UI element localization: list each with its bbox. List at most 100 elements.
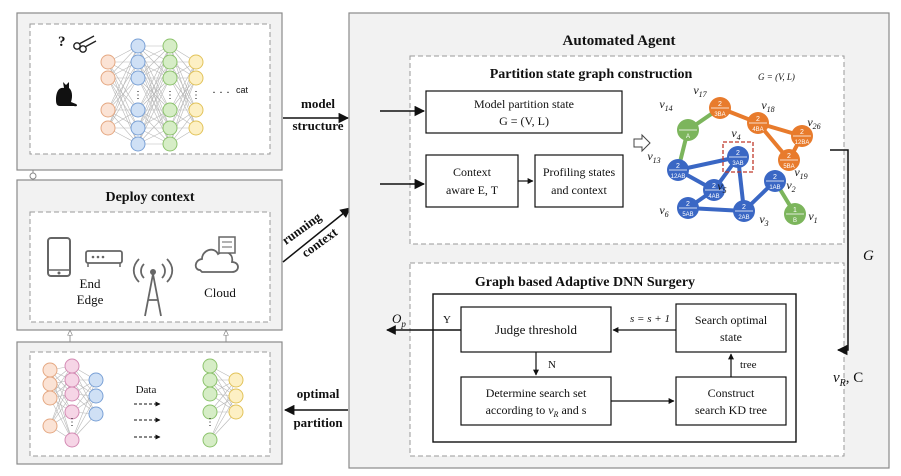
bot-nn-a-neuron — [88, 372, 104, 388]
deploy-context-panel: Deploy context End Edge — [16, 179, 283, 331]
graph-node-top: 2 — [686, 201, 690, 208]
bot-nn-a-neuron — [64, 372, 80, 388]
bot-nn-a-neuron — [64, 386, 80, 402]
up-arrows — [70, 330, 226, 342]
bot-nn-a-dots: ⋮ — [67, 417, 77, 428]
top-nn-neuron — [100, 54, 116, 70]
edge-server-icon — [85, 250, 123, 267]
adaptive-dnn-surgery: Graph based Adaptive DNN Surgery Judge t… — [386, 262, 845, 457]
bot-nn-a-neuron — [64, 358, 80, 374]
top-nn-neuron — [188, 54, 204, 70]
graph-node-bottom: B — [793, 218, 797, 224]
model-structure-panel: ? ⋮⋮⋮ · · · cat — [16, 12, 283, 171]
data-transfer-arrows — [134, 401, 161, 440]
construct-line1: Construct — [708, 386, 755, 400]
graph-node-top: 2 — [742, 204, 746, 211]
profiling-line1: Profiling states — [543, 165, 616, 179]
bot-nn-a-neuron — [64, 432, 80, 448]
G-label: G — [863, 248, 874, 264]
bot-nn-b-neuron — [202, 432, 218, 448]
profiling-line2: and context — [551, 183, 607, 197]
signal-tower-icon — [132, 258, 174, 317]
context-aware-line1: Context — [453, 165, 492, 179]
judge-threshold-box — [460, 306, 612, 353]
top-nn-edge — [137, 45, 171, 111]
bot-nn-a-neuron — [42, 362, 58, 378]
graph-node-label: v14 — [659, 97, 672, 113]
top-nn-neuron — [188, 102, 204, 118]
graph-node-label: v19 — [794, 165, 807, 181]
determine-line2: according to vR and s — [486, 403, 587, 419]
context-aware-box — [425, 154, 519, 208]
determine-line1: Determine search set — [486, 386, 587, 400]
determine-search-set-box — [460, 376, 612, 426]
graph-node-label: v13 — [647, 149, 660, 165]
output-op-label: Op — [392, 311, 406, 329]
graph-formula: G = (V, L) — [758, 72, 795, 82]
top-neural-network: ⋮⋮⋮ — [100, 38, 204, 152]
top-nn-dots: ⋮ — [165, 90, 175, 101]
tree-label: tree — [740, 359, 757, 371]
cat-output-label: cat — [236, 85, 249, 95]
top-nn-neuron — [162, 70, 178, 86]
cloud-icon — [194, 236, 239, 273]
bot-nn-b-neuron — [202, 358, 218, 374]
graph-node-bottom: 3BA — [714, 112, 725, 118]
top-nn-neuron — [100, 120, 116, 136]
model-partition-state-box — [425, 90, 623, 134]
top-nn-neuron — [130, 120, 146, 136]
bot-nn-b-neuron — [202, 372, 218, 388]
graph-node-top: 2 — [787, 153, 791, 160]
automated-agent-title: Automated Agent — [563, 33, 676, 49]
graph-node-bottom: 2AB — [738, 215, 749, 221]
bottom-neural-networks: ⋮⋮ — [42, 358, 244, 448]
graph-node-label: v17 — [693, 83, 707, 99]
top-nn-neuron — [130, 70, 146, 86]
bot-nn-b-neuron — [228, 388, 244, 404]
graph-node-bottom: A — [686, 134, 690, 140]
graph-node-top: 2 — [800, 129, 804, 136]
graph-node-bottom: 12AB — [671, 174, 686, 180]
structure-label: structure — [292, 118, 343, 133]
top-nn-edge — [137, 61, 171, 111]
automated-agent-panel: Automated Agent Partition state graph co… — [348, 12, 890, 469]
top-nn-neuron — [162, 136, 178, 152]
model-structure-arrow: model structure — [283, 96, 350, 133]
bot-nn-b-neuron — [202, 404, 218, 420]
top-nn-neuron — [130, 54, 146, 70]
bot-nn-b-neuron — [228, 372, 244, 388]
bot-nn-a-neuron — [88, 388, 104, 404]
edge-label: Edge — [77, 292, 104, 307]
ellipsis: · · · — [212, 85, 230, 99]
top-nn-neuron — [130, 38, 146, 54]
graph-node-label: v3 — [759, 212, 768, 228]
context-aware-line2: aware E, T — [446, 183, 499, 197]
model-label: model — [301, 96, 335, 111]
optimal-partition-arrow: optimal partition — [283, 386, 348, 430]
top-nn-dots: ⋮ — [133, 90, 143, 101]
hollow-right-arrow-icon — [633, 133, 651, 153]
unknown-question-mark: ? — [58, 34, 66, 50]
top-nn-neuron — [188, 120, 204, 136]
partition-label: partition — [293, 415, 343, 430]
graph-node-top: 2 — [676, 163, 680, 170]
judge-threshold-label: Judge threshold — [495, 322, 577, 337]
profiling-box — [534, 154, 624, 208]
graph-node-label: v6 — [659, 203, 668, 219]
partitioned-model-panel: ⋮⋮ Data — [16, 341, 283, 465]
no-label: N — [548, 359, 556, 371]
graph-node-bottom: 5AB — [682, 212, 693, 218]
graph-node-bottom: 3AB — [732, 161, 743, 167]
graph-node-label: v5 — [717, 179, 726, 195]
graph-node-label: v2 — [786, 178, 795, 194]
bot-nn-a-neuron — [42, 376, 58, 392]
optimal-label: optimal — [297, 386, 340, 401]
graph-node-bottom: 5BA — [783, 164, 794, 170]
